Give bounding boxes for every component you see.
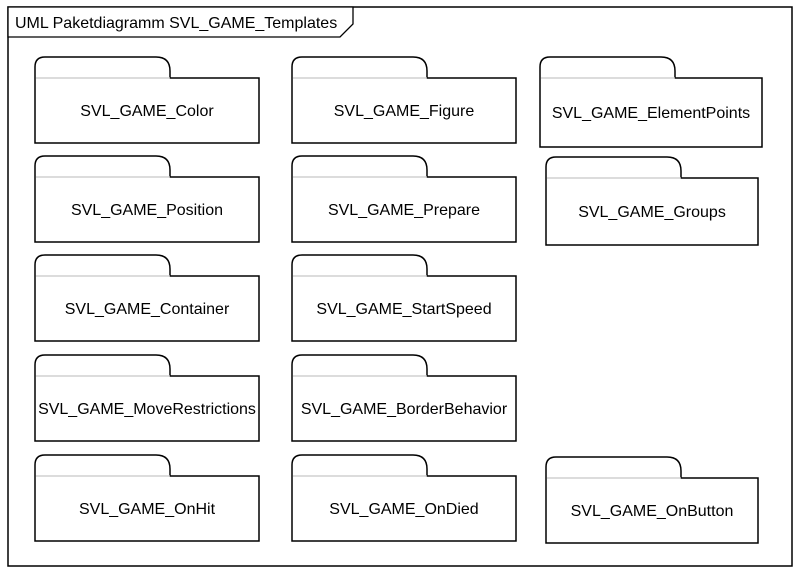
uml-package[interactable]: SVL_GAME_Groups (545, 156, 759, 246)
package-label: SVL_GAME_Container (65, 301, 230, 318)
package-folder-icon (545, 156, 759, 246)
package-label: SVL_GAME_Figure (334, 103, 475, 120)
packages-layer: SVL_GAME_Color SVL_GAME_Figure SVL_GAME_El… (34, 56, 763, 544)
package-label: SVL_GAME_MoveRestrictions (38, 401, 256, 418)
uml-package[interactable]: SVL_GAME_Container (34, 254, 260, 342)
package-label: SVL_GAME_Position (71, 202, 223, 219)
uml-package[interactable]: SVL_GAME_Position (34, 155, 260, 243)
uml-package[interactable]: SVL_GAME_ElementPoints (539, 56, 763, 148)
uml-package[interactable]: SVL_GAME_OnDied (291, 454, 517, 542)
package-label: SVL_GAME_StartSpeed (316, 301, 491, 318)
package-label: SVL_GAME_OnDied (329, 501, 478, 518)
uml-package[interactable]: SVL_GAME_BorderBehavior (291, 354, 517, 442)
package-label: SVL_GAME_Groups (578, 204, 726, 221)
package-label: SVL_GAME_OnHit (79, 501, 216, 518)
diagram-title: UML Paketdiagramm SVL_GAME_Templates (15, 15, 337, 32)
package-label: SVL_GAME_ElementPoints (552, 105, 750, 122)
package-folder-icon (539, 56, 763, 148)
package-label: SVL_GAME_Prepare (328, 202, 480, 219)
uml-package[interactable]: SVL_GAME_OnHit (34, 454, 260, 542)
uml-package[interactable]: SVL_GAME_MoveRestrictions (34, 354, 260, 442)
uml-package[interactable]: SVL_GAME_OnButton (545, 456, 759, 544)
package-label: SVL_GAME_Color (80, 103, 214, 120)
uml-package[interactable]: SVL_GAME_Prepare (291, 155, 517, 243)
uml-package[interactable]: SVL_GAME_Color (34, 56, 260, 144)
diagram-title-pentagon (7, 6, 354, 38)
package-label: SVL_GAME_OnButton (571, 503, 734, 520)
uml-package[interactable]: SVL_GAME_StartSpeed (291, 254, 517, 342)
uml-package[interactable]: SVL_GAME_Figure (291, 56, 517, 144)
package-label: SVL_GAME_BorderBehavior (301, 401, 508, 418)
